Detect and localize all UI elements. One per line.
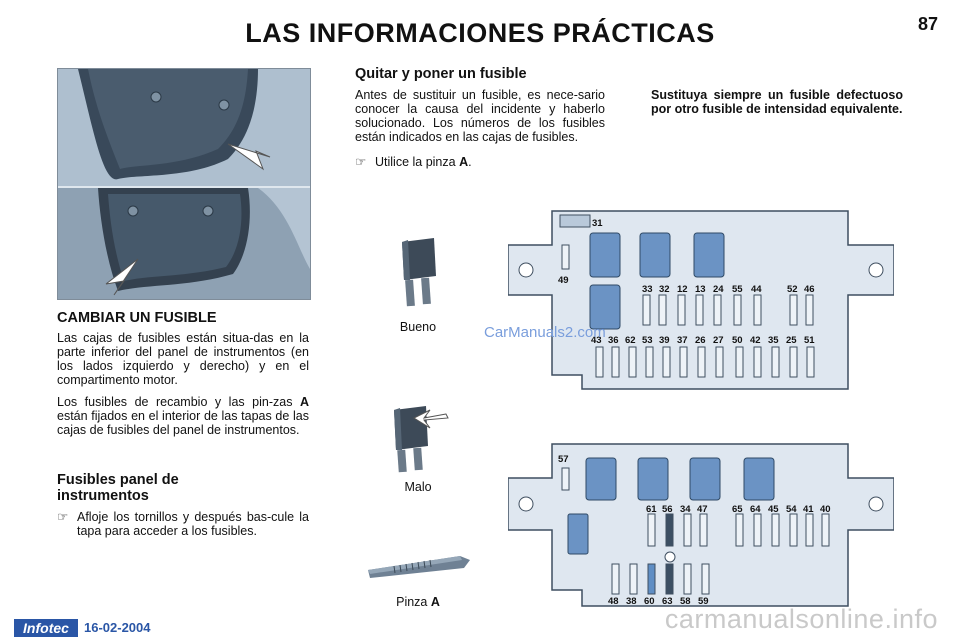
page-number: 87 — [917, 14, 938, 34]
fuse-label: 33 — [642, 284, 653, 295]
caption-bad: Malo — [404, 480, 432, 494]
bullet-text: Utilice la pinza A. — [375, 155, 605, 169]
fuse-label-top: 31 — [592, 218, 603, 229]
hand-pointer-icon: ☞ — [355, 155, 367, 169]
fuse-label: 55 — [732, 284, 743, 295]
watermark-text: CarManuals2.com — [484, 324, 606, 341]
caption-good: Bueno — [399, 320, 437, 334]
fuse-label: 50 — [732, 335, 743, 346]
fuse-label: 37 — [677, 335, 688, 346]
fuse-label: 59 — [698, 596, 709, 607]
note-replace-equivalent: Sustituya siempre un fusible defectuoso … — [651, 88, 903, 116]
hand-pointer-icon: ☞ — [57, 510, 69, 524]
fuse-label: 47 — [697, 504, 708, 515]
fuse-cover-photo — [57, 68, 311, 300]
fuse-label: 24 — [713, 284, 724, 295]
fuse-label: 26 — [695, 335, 706, 346]
fuse-label: 65 — [732, 504, 743, 515]
caption-tweezers: Pinza A — [380, 595, 456, 609]
fuse-box-1-diagram: 31 49 33 32 12 13 24 55 44 52 46 43 36 6… — [507, 205, 895, 395]
fuse-label: 61 — [646, 504, 657, 515]
fuse-label: 60 — [644, 596, 655, 607]
fuse-label-left: 57 — [558, 454, 569, 465]
fuse-bad-illustration — [384, 396, 456, 478]
fuse-label: 46 — [804, 284, 815, 295]
fuse-label-left: 49 — [558, 275, 569, 286]
page-title: LAS INFORMACIONES PRÁCTICAS — [245, 18, 715, 48]
fuse-label: 25 — [786, 335, 797, 346]
brand-logo: Infotec — [14, 619, 78, 637]
text-span: Los fusibles de recambio y las pin-zas — [57, 395, 300, 409]
text-span: están fijados en el interior de las tapa… — [57, 409, 309, 437]
fuse-label: 34 — [680, 504, 691, 515]
paragraph-spare-fuses: Los fusibles de recambio y las pin-zas A… — [57, 395, 309, 437]
fuse-label: 64 — [750, 504, 761, 515]
bullet-text: Afloje los tornillos y después bas-cule … — [77, 510, 309, 538]
bold-ref-a: A — [299, 395, 309, 409]
fuse-label: 12 — [677, 284, 688, 295]
bullet-loosen-screws: ☞ Afloje los tornillos y después bas-cul… — [57, 510, 309, 538]
fuse-label: 45 — [768, 504, 779, 515]
footer-url: carmanualsonline.info — [664, 604, 938, 634]
paragraph-fuse-box-location: Las cajas de fusibles están situa-das en… — [57, 331, 309, 387]
fuse-label: 36 — [608, 335, 619, 346]
fuse-label: 38 — [626, 596, 637, 607]
section-heading-panel-fuses: Fusibles panel de instrumentos — [57, 472, 179, 504]
bold-ref-a: A — [430, 595, 440, 609]
fuse-label: 32 — [659, 284, 670, 295]
fuse-label: 56 — [662, 504, 673, 515]
fuse-box-2-row1-labels: 61 56 34 47 65 64 45 54 41 40 — [646, 504, 831, 515]
fuse-label: 43 — [591, 335, 602, 346]
fuse-box-1-row1-labels: 33 32 12 13 24 55 44 52 46 — [642, 284, 815, 295]
fuse-label: 44 — [751, 284, 762, 295]
fuse-label: 41 — [803, 504, 814, 515]
text-span: Utilice la pinza — [375, 155, 460, 169]
bold-ref-a: A — [459, 155, 469, 169]
fuse-box-1-row2-labels: 43 36 62 53 39 37 26 27 50 42 35 25 51 — [591, 335, 815, 346]
fuse-label: 35 — [768, 335, 779, 346]
tweezers-illustration — [364, 548, 474, 584]
fuse-label: 51 — [804, 335, 815, 346]
fuse-label: 27 — [713, 335, 724, 346]
fuse-label: 42 — [750, 335, 761, 346]
paragraph-before-replacing: Antes de sustituir un fusible, es nece-s… — [355, 88, 605, 144]
fuse-box-2-row2-labels: 48 38 60 63 58 59 — [608, 596, 709, 607]
bullet-use-tweezers: ☞ Utilice la pinza A. — [355, 155, 605, 169]
text-span: . — [468, 155, 472, 169]
text-span: Pinza — [396, 595, 431, 609]
fuse-good-illustration — [388, 236, 448, 318]
fuse-label: 40 — [820, 504, 831, 515]
fuse-label: 48 — [608, 596, 619, 607]
footer-date: 16-02-2004 — [84, 620, 151, 635]
section-heading-change-fuse: CAMBIAR UN FUSIBLE — [57, 310, 217, 326]
fuse-label: 39 — [659, 335, 670, 346]
fuse-label: 53 — [642, 335, 653, 346]
fuse-label: 58 — [680, 596, 691, 607]
fuse-label: 63 — [662, 596, 673, 607]
fuse-label: 54 — [786, 504, 797, 515]
section-heading-remove-fuse: Quitar y poner un fusible — [355, 66, 527, 82]
fuse-label: 62 — [625, 335, 636, 346]
fuse-label: 52 — [787, 284, 798, 295]
fuse-box-2-diagram: 57 61 56 34 47 65 64 45 54 41 40 48 38 6… — [507, 440, 895, 610]
fuse-label: 13 — [695, 284, 706, 295]
